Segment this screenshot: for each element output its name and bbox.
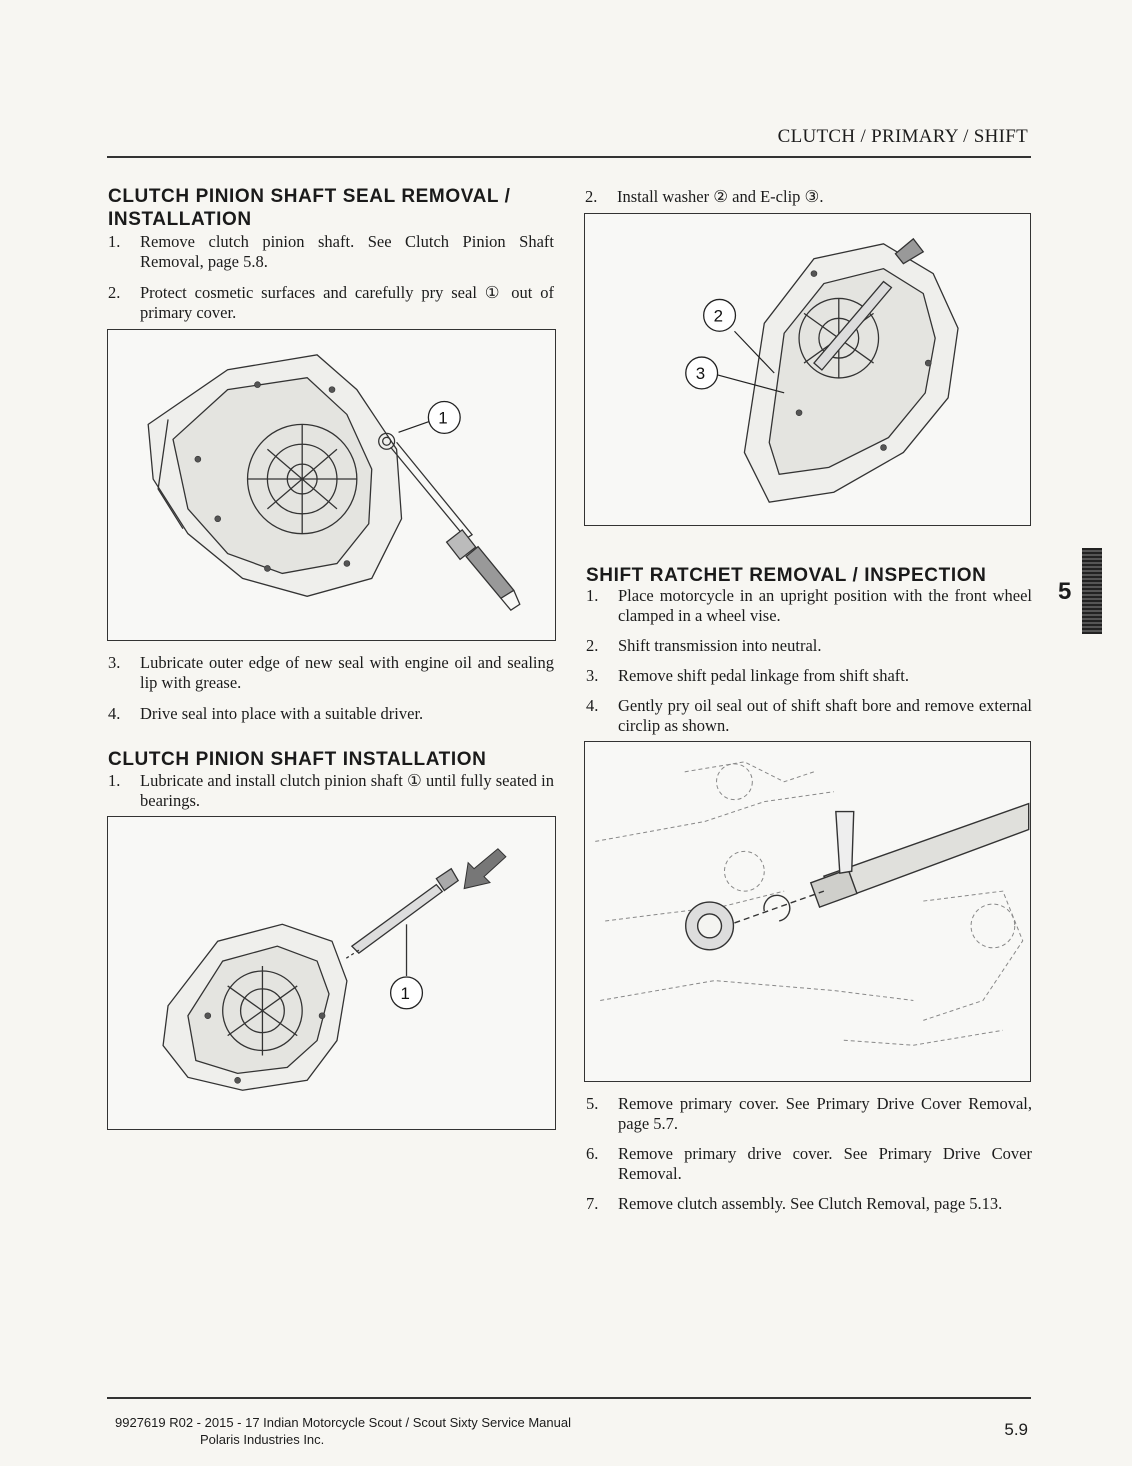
- step-text: Remove shift pedal linkage from shift sh…: [618, 666, 909, 685]
- step-number: 1.: [108, 232, 121, 251]
- step-number: 7.: [586, 1194, 599, 1213]
- step-item: 1. Remove clutch pinion shaft. See Clutc…: [108, 232, 554, 272]
- step-item: 4. Gently pry oil seal out of shift shaf…: [586, 696, 1032, 736]
- figure-seal-pry: 1: [107, 329, 556, 641]
- step-text: Lubricate outer edge of new seal with en…: [140, 653, 554, 692]
- step-text: Gently pry oil seal out of shift shaft b…: [618, 696, 1032, 735]
- footer-divider: [107, 1397, 1031, 1399]
- step-item: 6. Remove primary drive cover. See Prima…: [586, 1144, 1032, 1184]
- step-text: Remove primary drive cover. See Primary …: [618, 1144, 1032, 1183]
- step-item: 2. Shift transmission into neutral.: [586, 636, 1032, 656]
- step-text: Install washer ② and E-clip ③.: [617, 187, 824, 206]
- seal-steps-a: 1. Remove clutch pinion shaft. See Clutc…: [108, 232, 554, 323]
- pinion-shaft-illustration: 1: [162, 848, 507, 1091]
- shift-shaft-illustration: [595, 761, 1030, 1046]
- install-heading: CLUTCH PINION SHAFT INSTALLATION: [108, 749, 487, 770]
- step-number: 3.: [108, 653, 121, 672]
- chapter-tab-marker: [1082, 548, 1102, 634]
- callout-label: 2: [714, 306, 723, 325]
- ratchet-steps-a: 1. Place motorcycle in an upright positi…: [586, 586, 1032, 736]
- step-text: Lubricate and install clutch pinion shaf…: [140, 771, 554, 810]
- callout-1: 1: [398, 400, 461, 434]
- step-text: Place motorcycle in an upright position …: [618, 586, 1032, 625]
- footer-manual-title: 9927619 R02 - 2015 - 17 Indian Motorcycl…: [115, 1415, 571, 1430]
- callout-label: 1: [401, 984, 410, 1003]
- footer-company: Polaris Industries Inc.: [200, 1432, 325, 1447]
- step-item: 2. Install washer ② and E-clip ③.: [585, 187, 1031, 207]
- primary-cover-pry-illustration: 1: [147, 354, 521, 612]
- seal-heading-line2: INSTALLATION: [108, 209, 252, 230]
- step-text: Shift transmission into neutral.: [618, 636, 822, 655]
- step-item: 4. Drive seal into place with a suitable…: [108, 704, 554, 724]
- step-number: 6.: [586, 1144, 599, 1163]
- step-item: 3. Remove shift pedal linkage from shift…: [586, 666, 1032, 686]
- callout-3: 3: [685, 356, 785, 394]
- step-text: Protect cosmetic surfaces and carefully …: [140, 283, 554, 322]
- header-divider: [107, 156, 1031, 158]
- step-number: 2.: [586, 636, 599, 655]
- figure-shift-shaft: [584, 741, 1031, 1082]
- step-number: 5.: [586, 1094, 599, 1113]
- step-text: Drive seal into place with a suitable dr…: [140, 704, 424, 723]
- step-number: 3.: [586, 666, 599, 685]
- step-number: 2.: [108, 283, 121, 302]
- step-text: Remove primary cover. See Primary Drive …: [618, 1094, 1032, 1133]
- step-number: 1.: [108, 771, 121, 790]
- step-text: Remove clutch pinion shaft. See Clutch P…: [140, 232, 554, 271]
- step-item: 1. Place motorcycle in an upright positi…: [586, 586, 1032, 626]
- step-number: 2.: [585, 187, 598, 206]
- ratchet-steps-b: 5. Remove primary cover. See Primary Dri…: [586, 1094, 1032, 1214]
- seal-steps-b: 3. Lubricate outer edge of new seal with…: [108, 653, 554, 724]
- step-number: 4.: [108, 704, 121, 723]
- step-item: 2. Protect cosmetic surfaces and careful…: [108, 283, 554, 323]
- footer-info: 9927619 R02 - 2015 - 17 Indian Motorcycl…: [115, 1414, 571, 1448]
- step-item: 5. Remove primary cover. See Primary Dri…: [586, 1094, 1032, 1134]
- step-text: Remove clutch assembly. See Clutch Remov…: [618, 1194, 1003, 1213]
- callout-2: 2: [703, 298, 775, 374]
- install-steps: 1. Lubricate and install clutch pinion s…: [108, 771, 554, 811]
- seal-heading-line1: CLUTCH PINION SHAFT SEAL REMOVAL /: [108, 186, 511, 207]
- callout-label: 1: [438, 408, 447, 427]
- step-item: 3. Lubricate outer edge of new seal with…: [108, 653, 554, 693]
- step-item: 1. Lubricate and install clutch pinion s…: [108, 771, 554, 811]
- install-steps-b: 2. Install washer ② and E-clip ③.: [585, 187, 1031, 207]
- chapter-tab-number: 5: [1058, 578, 1072, 605]
- step-number: 4.: [586, 696, 599, 715]
- callout-1: 1: [389, 976, 424, 1010]
- ratchet-heading: SHIFT RATCHET REMOVAL / INSPECTION: [586, 565, 987, 586]
- step-item: 7. Remove clutch assembly. See Clutch Re…: [586, 1194, 1032, 1214]
- seal-heading: CLUTCH PINION SHAFT SEAL REMOVAL / INSTA…: [108, 185, 558, 231]
- section-title: CLUTCH / PRIMARY / SHIFT: [777, 126, 1028, 147]
- figure-washer-eclip: 2 3: [584, 213, 1031, 526]
- callout-label: 3: [696, 364, 705, 383]
- figure-pinion-shaft-install: 1: [107, 816, 556, 1130]
- washer-eclip-illustration: 2 3: [685, 237, 959, 503]
- step-number: 1.: [586, 586, 599, 605]
- page-number: 5.9: [1004, 1420, 1028, 1439]
